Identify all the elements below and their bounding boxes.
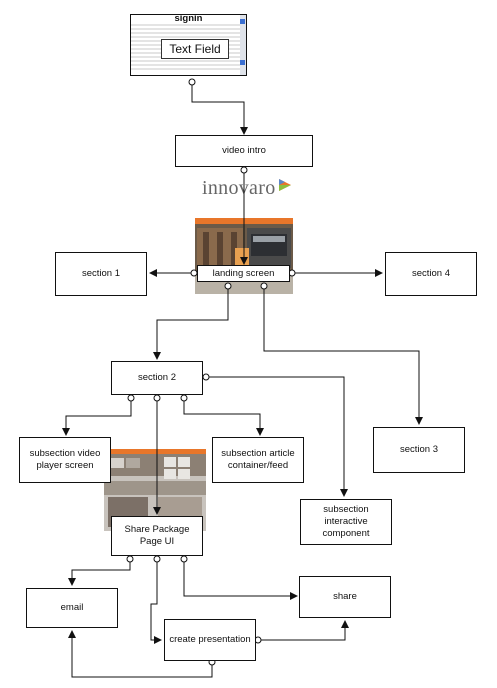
port-circle: [188, 78, 196, 86]
edge-section2-video: [62, 399, 132, 436]
node-label: section 1: [81, 268, 121, 279]
node-subsection-video[interactable]: subsection video player screen: [19, 437, 111, 483]
port-circle: [127, 394, 135, 402]
port-circle: [153, 555, 161, 563]
edge-signin-video: [191, 82, 248, 135]
port-circle: [126, 555, 134, 563]
node-share[interactable]: share: [299, 576, 391, 618]
port-circle: [224, 282, 232, 290]
node-label: email: [60, 602, 84, 613]
node-label: section 2: [137, 372, 177, 383]
node-label: video intro: [222, 145, 266, 156]
node-section-3[interactable]: section 3: [373, 427, 465, 473]
node-subsection-article[interactable]: subsection article container/feed: [212, 437, 304, 483]
text-field[interactable]: Text Field: [161, 39, 229, 59]
node-subsection-interactive[interactable]: subsection interactive component: [300, 499, 392, 545]
port-circle: [180, 555, 188, 563]
logo-mark-icon: [279, 179, 291, 191]
node-label: landing screen: [212, 267, 275, 279]
node-section-2[interactable]: section 2: [111, 361, 203, 395]
port-circle: [240, 166, 248, 174]
edge-share-package-email: [68, 559, 131, 586]
node-label: subsection video player screen: [29, 448, 101, 471]
node-label: share: [333, 591, 357, 602]
resize-handle-top-icon: [240, 19, 245, 24]
resize-handle-bottom-icon: [240, 60, 245, 65]
node-label: create presentation: [169, 634, 251, 645]
edge-landing-section2: [153, 287, 229, 360]
node-section-1[interactable]: section 1: [55, 252, 147, 296]
edge-landing-section3: [263, 287, 423, 425]
port-circle: [180, 394, 188, 402]
port-circle: [260, 282, 268, 290]
node-section-4[interactable]: section 4: [385, 252, 477, 296]
edge-section2-interactive: [206, 376, 348, 497]
node-email[interactable]: email: [26, 588, 118, 628]
port-circle: [153, 394, 161, 402]
logo-text: innovaro: [202, 177, 276, 199]
edge-share-package-presentation: [150, 559, 162, 644]
port-circle: [202, 373, 210, 381]
node-label: section 4: [411, 268, 451, 279]
edge-section2-article: [183, 399, 264, 436]
edge-presentation-share: [258, 620, 349, 641]
signin-title: signin: [174, 13, 203, 24]
node-landing-screen[interactable]: landing screen: [197, 265, 290, 282]
node-video-intro[interactable]: video intro: [175, 135, 313, 167]
node-label: subsection article container/feed: [221, 448, 295, 471]
node-label: subsection interactive component: [322, 504, 370, 539]
node-label: section 3: [399, 444, 439, 455]
node-label: Share Package Page UI: [124, 524, 190, 547]
node-share-package[interactable]: Share Package Page UI: [111, 516, 203, 556]
edge-share-package-share: [183, 559, 298, 600]
edge-presentation-email: [68, 630, 213, 678]
innovaro-logo: innovaro: [202, 177, 276, 200]
node-create-presentation[interactable]: create presentation: [164, 619, 256, 661]
